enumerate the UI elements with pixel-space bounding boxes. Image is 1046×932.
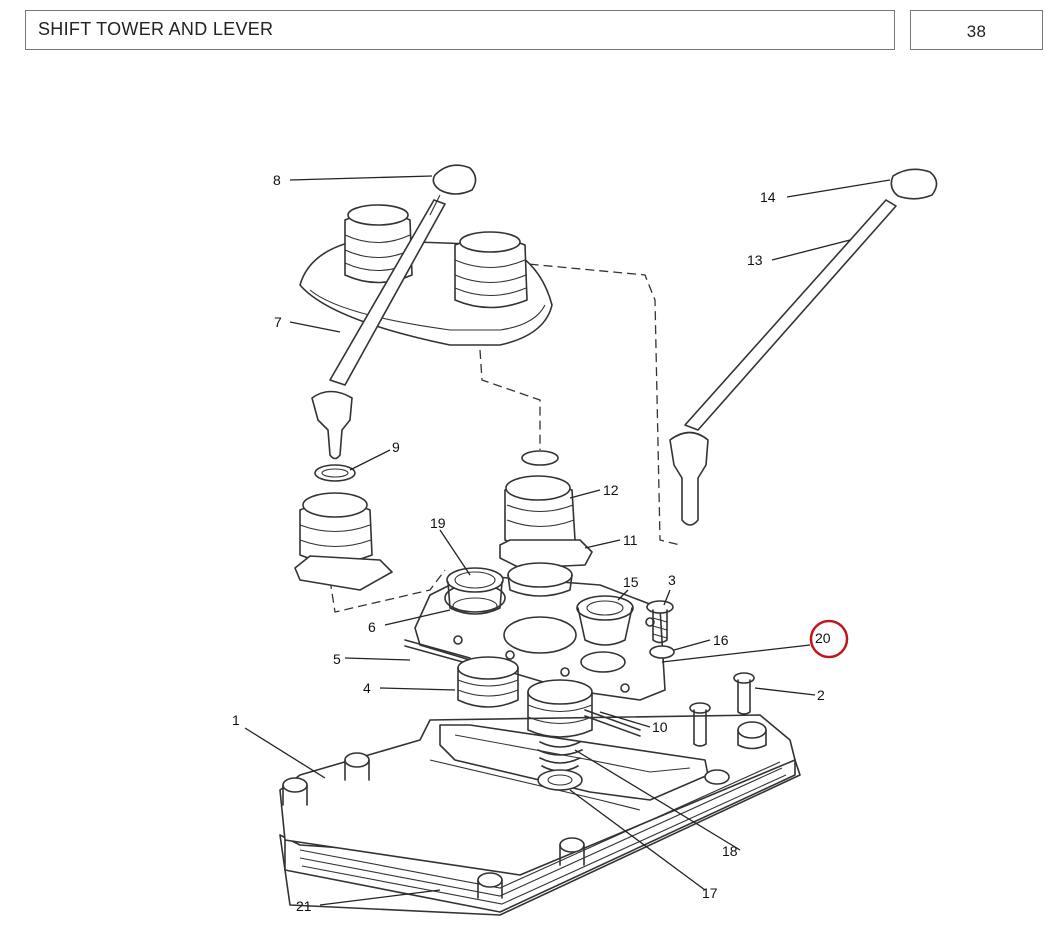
- callout-9: 9: [392, 439, 400, 455]
- washer-16: [649, 645, 675, 659]
- shift-bushing-4: [457, 656, 519, 708]
- callout-18: 18: [722, 843, 738, 859]
- callout-numbers: 8 7 9 14 13 12 11 19 6 15 3 16 20 2 5 4 …: [232, 172, 849, 914]
- ring-9: [314, 464, 356, 482]
- callout-15: 15: [623, 574, 639, 590]
- callout-8: 8: [273, 172, 281, 188]
- callout-16: 16: [713, 632, 729, 648]
- assembly-guide-lines: [329, 254, 681, 613]
- page-number-box: 38: [910, 10, 1043, 50]
- ring-upper-right: [521, 450, 559, 466]
- leader-lines: [244, 175, 891, 906]
- callout-2: 2: [817, 687, 825, 703]
- callout-12: 12: [603, 482, 619, 498]
- page-number: 38: [966, 22, 987, 41]
- callout-11: 11: [623, 532, 638, 548]
- callout-17: 17: [702, 885, 718, 901]
- shift-lever-13: [669, 168, 938, 526]
- highlight-circle-20: [809, 619, 849, 659]
- boot-left: [294, 492, 393, 591]
- flange-11: [499, 539, 593, 597]
- callout-21: 21: [296, 898, 312, 914]
- seal-ring-19: [446, 567, 504, 615]
- callout-20: 20: [815, 630, 831, 646]
- title-box: SHIFT TOWER AND LEVER: [25, 10, 895, 50]
- boot-12: [504, 475, 576, 549]
- callout-6: 6: [368, 619, 376, 635]
- shift-lever-8: [311, 164, 477, 460]
- callout-5: 5: [333, 651, 341, 667]
- tower-plate: [414, 574, 666, 701]
- bolts-2: [689, 672, 767, 750]
- spring-seat-17: [537, 769, 583, 791]
- screw-3: [646, 600, 674, 644]
- rod-10: [584, 709, 641, 737]
- shift-mechanism-18: [527, 679, 593, 772]
- callout-10: 10: [652, 719, 668, 735]
- callout-7: 7: [274, 314, 282, 330]
- callout-13: 13: [747, 252, 763, 268]
- callout-1: 1: [232, 712, 240, 728]
- pin-5: [404, 639, 471, 665]
- callout-19: 19: [430, 515, 446, 531]
- base-plate: [279, 714, 801, 916]
- callout-14: 14: [760, 189, 776, 205]
- callout-4: 4: [363, 680, 371, 696]
- callout-3: 3: [668, 572, 676, 588]
- bushing-15: [576, 595, 634, 646]
- page-title: SHIFT TOWER AND LEVER: [38, 19, 274, 39]
